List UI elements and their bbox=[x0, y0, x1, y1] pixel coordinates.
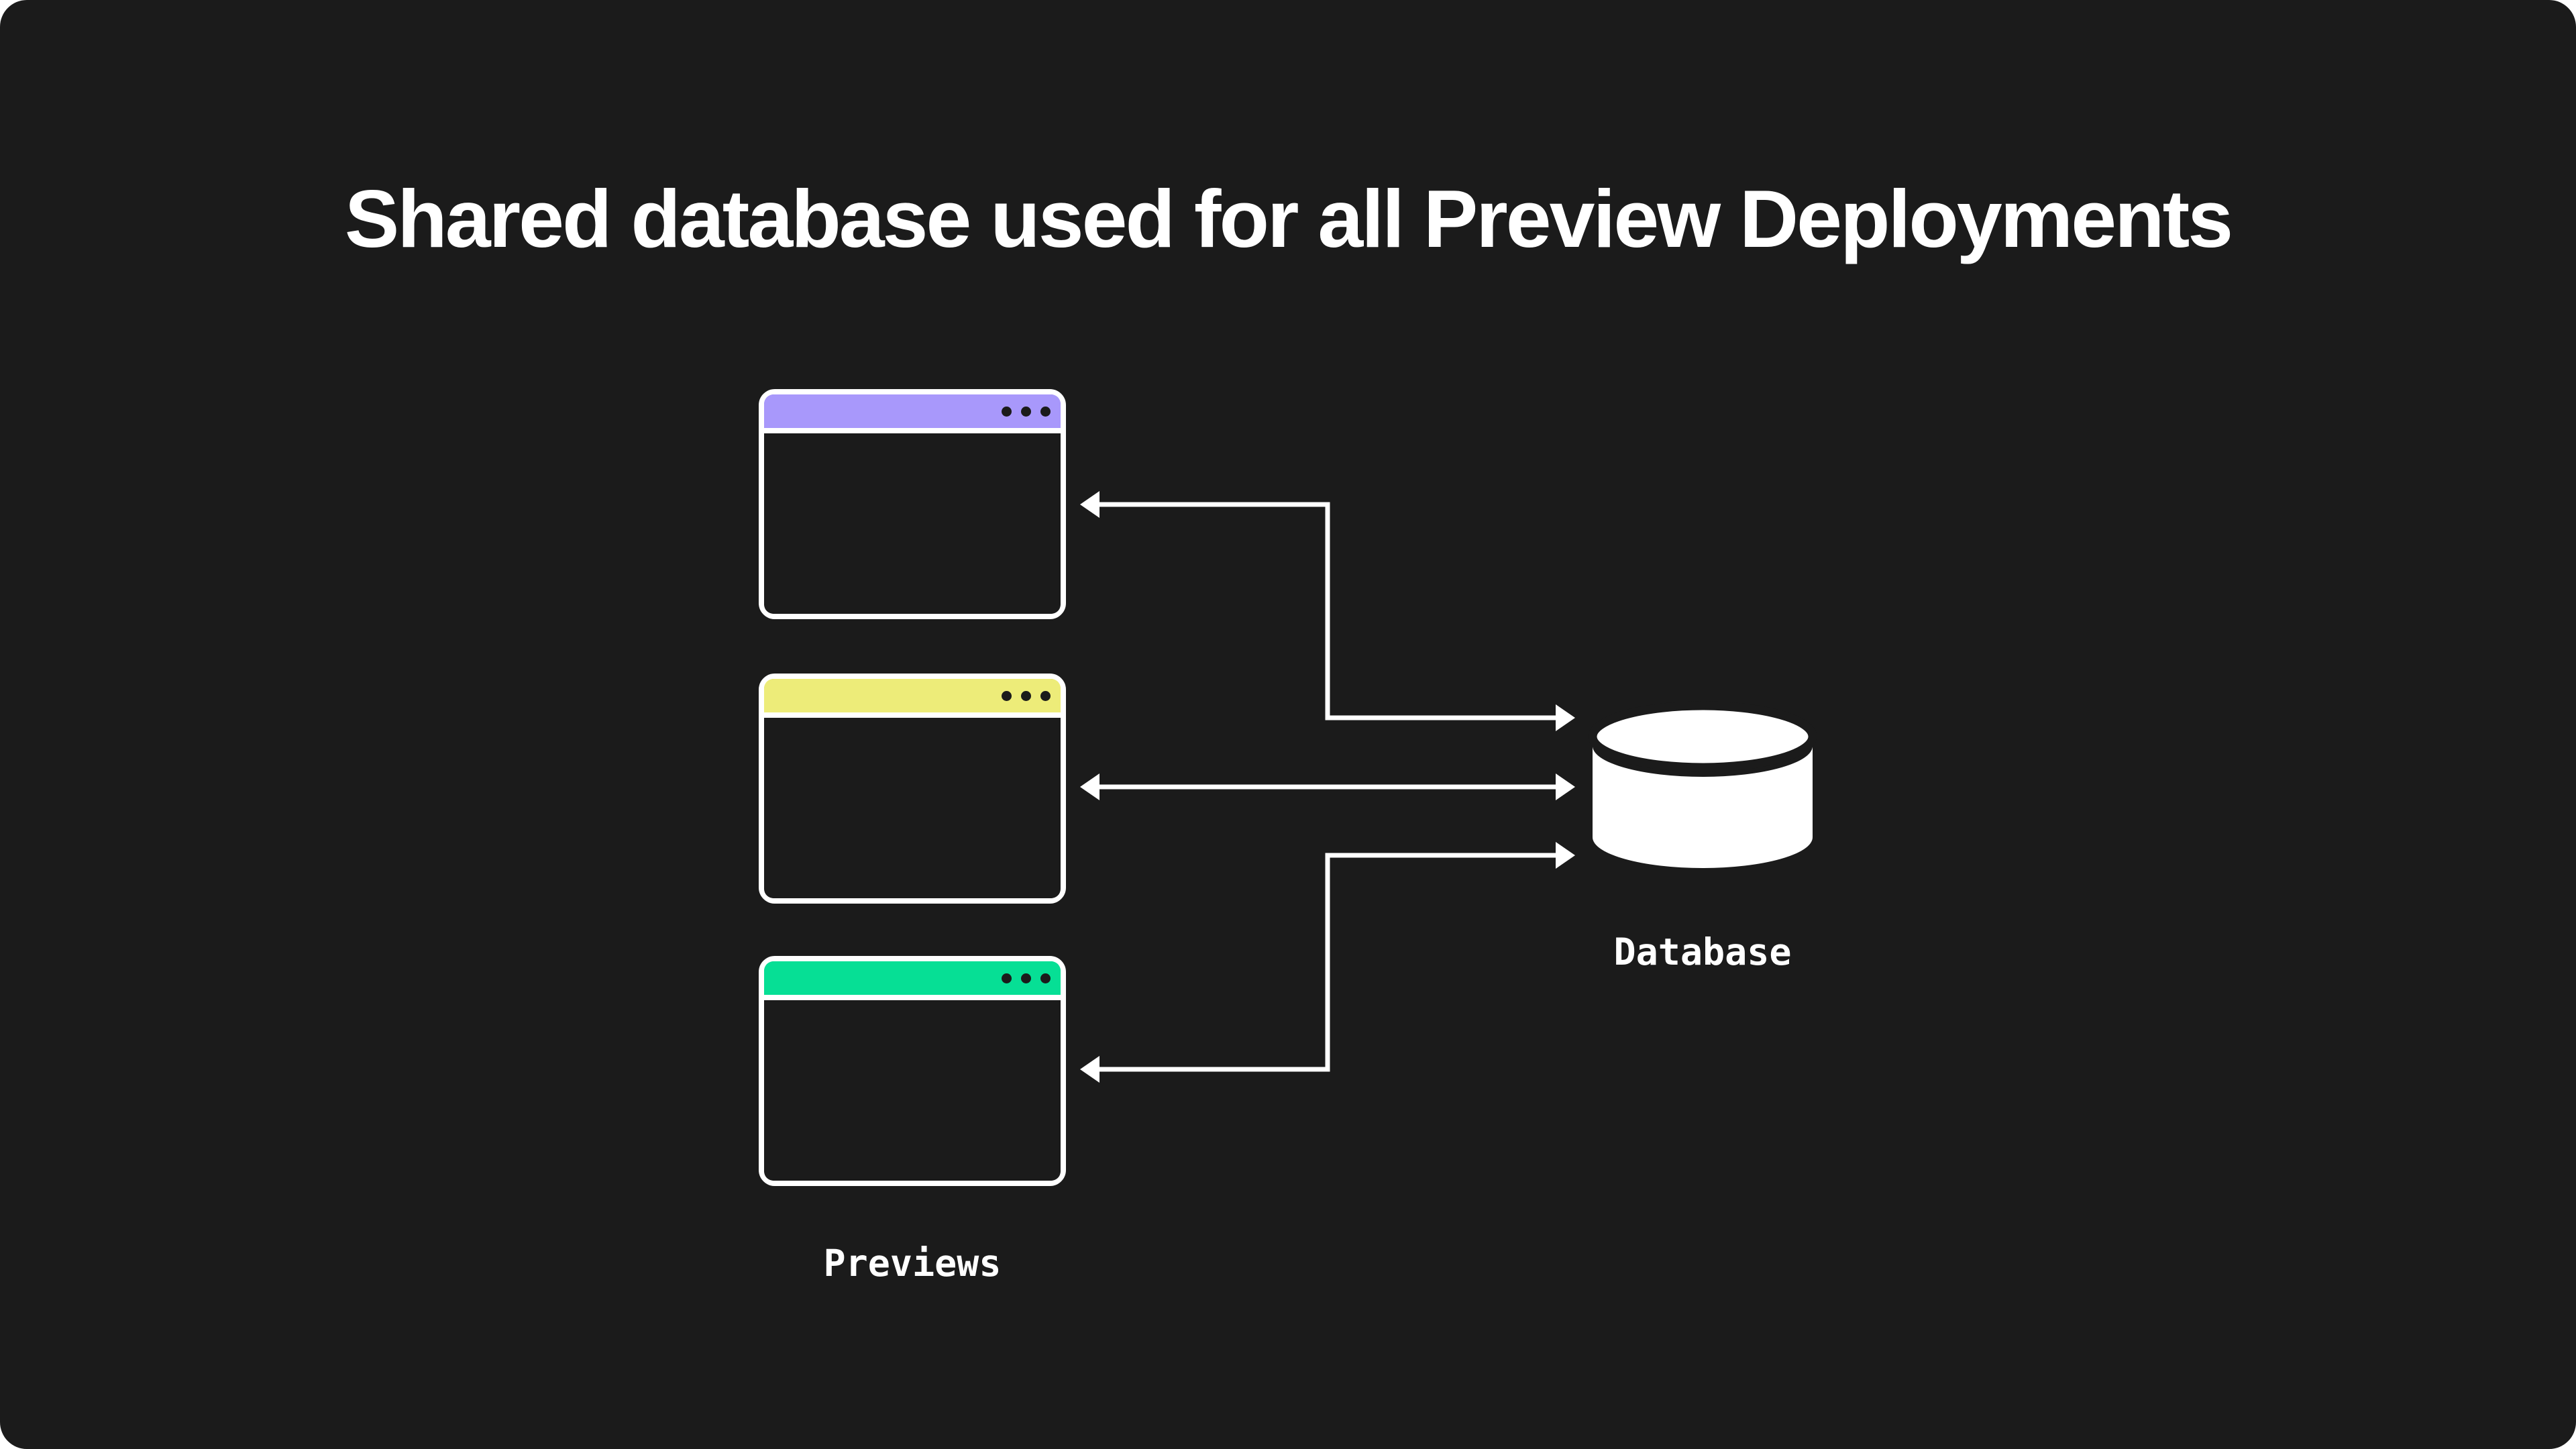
window-dot-icon bbox=[1021, 406, 1031, 417]
preview-window-3 bbox=[759, 956, 1066, 1186]
window-dot-icon bbox=[1040, 690, 1051, 701]
window-titlebar bbox=[764, 961, 1061, 1000]
window-dot-icon bbox=[1002, 690, 1012, 701]
connection-arrow-2 bbox=[1080, 773, 1575, 800]
preview-window-2 bbox=[759, 674, 1066, 904]
window-dot-icon bbox=[1021, 973, 1031, 983]
window-dot-icon bbox=[1040, 406, 1051, 417]
window-body bbox=[764, 1000, 1061, 1181]
previews-label: Previews bbox=[823, 1242, 1002, 1285]
connection-arrow-3 bbox=[1080, 842, 1575, 1083]
window-body bbox=[764, 433, 1061, 614]
connection-arrow-1 bbox=[1080, 491, 1575, 731]
traffic-dots bbox=[1002, 394, 1051, 428]
database-label: Database bbox=[1613, 930, 1792, 973]
window-titlebar bbox=[764, 394, 1061, 433]
preview-window-1 bbox=[759, 389, 1066, 619]
window-dot-icon bbox=[1002, 406, 1012, 417]
database-cylinder-icon bbox=[1588, 701, 1817, 868]
arrowhead-left-icon bbox=[1080, 1056, 1099, 1083]
traffic-dots bbox=[1002, 961, 1051, 995]
traffic-dots bbox=[1002, 679, 1051, 712]
arrowhead-right-icon bbox=[1556, 842, 1575, 869]
diagram-title: Shared database used for all Preview Dep… bbox=[344, 173, 2233, 264]
window-titlebar bbox=[764, 679, 1061, 718]
window-dot-icon bbox=[1040, 973, 1051, 983]
arrowhead-left-icon bbox=[1080, 491, 1099, 518]
arrowhead-right-icon bbox=[1556, 704, 1575, 731]
window-dot-icon bbox=[1002, 973, 1012, 983]
window-dot-icon bbox=[1021, 690, 1031, 701]
arrowhead-left-icon bbox=[1080, 773, 1099, 800]
window-body bbox=[764, 718, 1061, 898]
arrowhead-right-icon bbox=[1556, 773, 1575, 800]
